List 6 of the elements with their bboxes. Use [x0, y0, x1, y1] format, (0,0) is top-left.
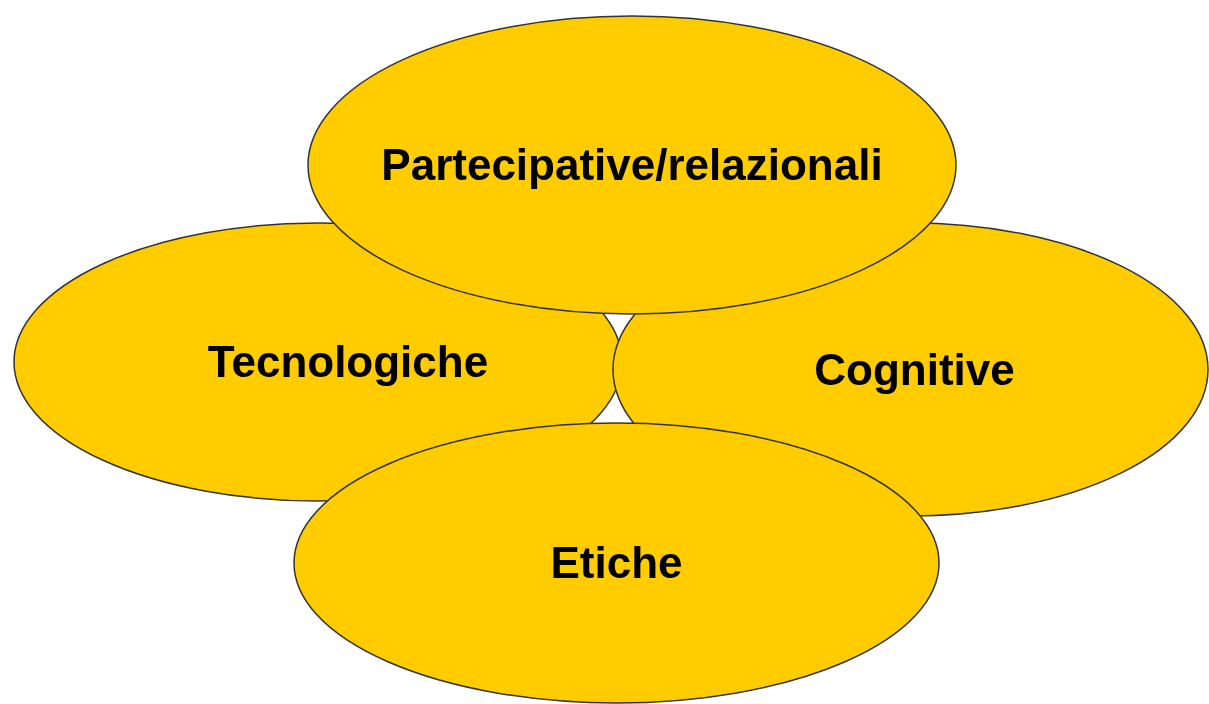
oval-label: Cognitive — [814, 344, 1015, 395]
oval-label: Etiche — [550, 538, 683, 588]
oval-shape — [307, 15, 957, 315]
oval-label: Tecnologiche — [207, 337, 489, 387]
oval-label: Partecipative/relazionali — [381, 140, 883, 190]
oval-shape — [293, 422, 940, 704]
